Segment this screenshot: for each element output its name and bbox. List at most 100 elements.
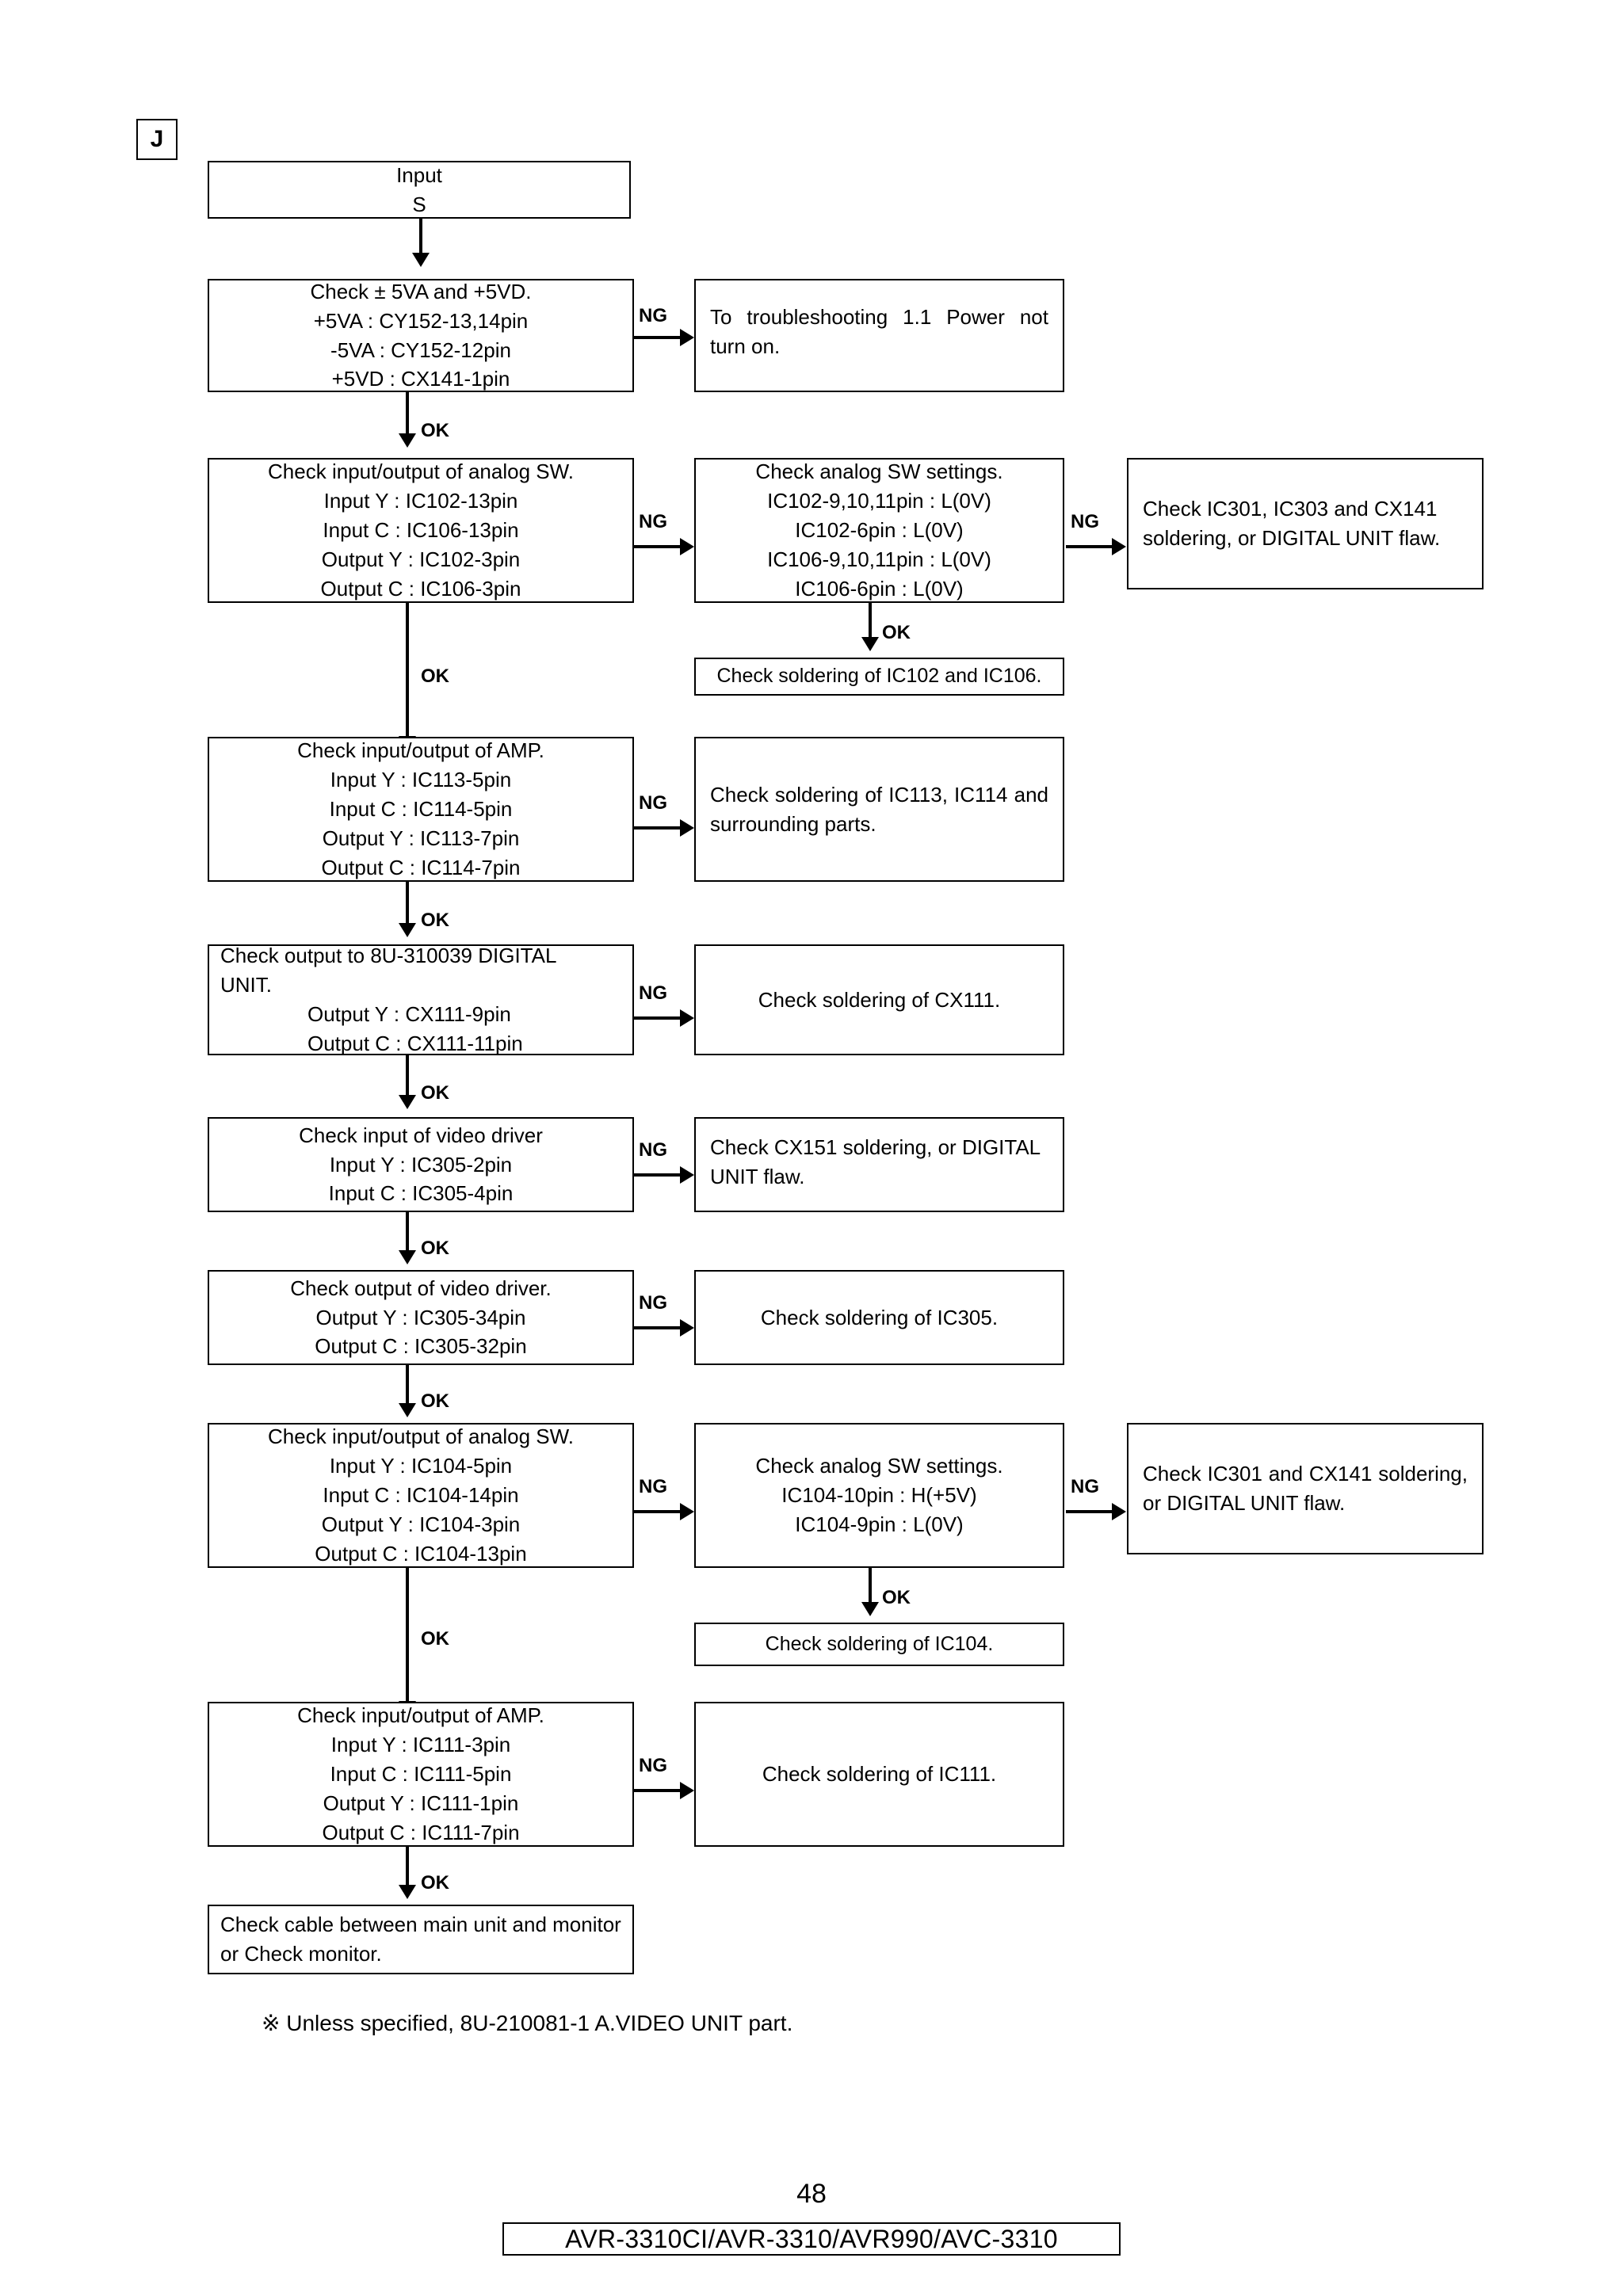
amp1-line-3: Input C : IC114-5pin [329,797,513,822]
edge-label-amp2-ng: NG [639,1755,667,1776]
analog-sw1-line-4: Output Y : IC102-3pin [321,547,521,571]
amp1-ng-text: Check soldering of IC113, IC114 and surr… [710,782,1048,836]
video-driver-in-ng-text: Check CX151 soldering, or DIGITAL UNIT f… [710,1135,1041,1188]
flow-node-video-driver-out: Check output of video driver. Output Y :… [208,1270,634,1365]
flow-node-power-ng: To troubleshooting 1.1 Power not turn on… [694,279,1064,392]
power-ng-text: To troubleshooting 1.1 Power not turn on… [710,305,1048,358]
edge-label-video-driver-in-ng: NG [639,1139,667,1161]
flow-node-digital-out: Check output to 8U-310039 DIGITAL UNIT. … [208,944,634,1055]
flow-node-analog-sw2-settings: Check analog SW settings. IC104-10pin : … [694,1423,1064,1568]
edge-label-analog-sw2-settings-ok: OK [882,1587,911,1608]
analog-sw2-ok-text: Check soldering of IC104. [765,1632,994,1655]
flow-node-analog-sw2: Check input/output of analog SW. Input Y… [208,1423,634,1568]
edge-label-amp2-ok: OK [421,1872,449,1894]
analog-sw2-ng-text: Check IC301 and CX141 soldering, or DIGI… [1143,1462,1468,1515]
final-text: Check cable between main unit and monito… [220,1913,621,1966]
flow-node-digital-out-ng: Check soldering of CX111. [694,944,1064,1055]
flow-node-start: Input S [208,161,631,219]
video-driver-out-line-2: Output Y : IC305-34pin [315,1305,526,1329]
edge-label-analog-sw2-ok: OK [421,1628,449,1650]
analog-sw2-line-4: Output Y : IC104-3pin [321,1512,521,1536]
power-check-line-3: -5VA : CY152-12pin [330,338,511,362]
edge-label-digital-out-ng: NG [639,982,667,1004]
amp2-ng-text: Check soldering of IC111. [762,1762,997,1787]
video-driver-in-line-3: Input C : IC305-4pin [328,1181,514,1206]
edge-label-digital-out-ok: OK [421,1082,449,1104]
digital-out-line-2: UNIT. [220,973,272,997]
digital-out-line-4: Output C : CX111-11pin [307,1031,523,1055]
analog-sw2-line-1: Check input/output of analog SW. [268,1425,574,1449]
power-check-line-4: +5VD : CX141-1pin [331,367,510,391]
analog-sw1-line-2: Input Y : IC102-13pin [323,489,518,513]
video-driver-out-line-3: Output C : IC305-32pin [315,1334,527,1359]
power-check-line-2: +5VA : CY152-13,14pin [313,308,529,333]
flow-node-analog-sw1-ng: Check IC301, IC303 and CX141 soldering, … [1127,458,1484,589]
video-driver-in-line-1: Check input of video driver [299,1123,543,1147]
analog-sw1-line-1: Check input/output of analog SW. [268,460,574,484]
start-line-2: S [412,192,426,216]
flow-node-analog-sw1: Check input/output of analog SW. Input Y… [208,458,634,603]
analog-sw1-settings-line-3: IC102-6pin : L(0V) [795,518,964,543]
flow-node-analog-sw2-ok: Check soldering of IC104. [694,1623,1064,1666]
flow-node-amp1: Check input/output of AMP. Input Y : IC1… [208,737,634,882]
edge-label-video-driver-out-ok: OK [421,1390,449,1412]
analog-sw2-settings-line-3: IC104-9pin : L(0V) [795,1512,964,1536]
flow-node-analog-sw2-ng: Check IC301 and CX141 soldering, or DIGI… [1127,1423,1484,1554]
analog-sw1-line-5: Output C : IC106-3pin [320,576,521,601]
analog-sw2-line-5: Output C : IC104-13pin [315,1541,527,1566]
page-number: 48 [796,2179,827,2209]
model-bar: AVR-3310CI/AVR-3310/AVR990/AVC-3310 [502,2222,1121,2256]
edge-label-analog-sw1-settings-ng: NG [1071,511,1099,532]
amp2-line-2: Input Y : IC111-3pin [330,1733,511,1757]
video-driver-out-ng-text: Check soldering of IC305. [760,1305,999,1329]
flow-node-power-check: Check ± 5VA and +5VD. +5VA : CY152-13,14… [208,279,634,392]
amp1-line-5: Output C : IC114-7pin [321,855,521,879]
analog-sw1-settings-line-2: IC102-9,10,11pin : L(0V) [767,489,991,513]
edge-label-analog-sw2-ng: NG [639,1476,667,1497]
flow-node-analog-sw1-ok: Check soldering of IC102 and IC106. [694,658,1064,696]
flow-node-amp2: Check input/output of AMP. Input Y : IC1… [208,1702,634,1847]
digital-out-ng-text: Check soldering of CX111. [758,987,1001,1012]
power-check-line-1: Check ± 5VA and +5VD. [310,279,532,303]
amp1-line-4: Output Y : IC113-7pin [322,826,520,850]
edge-label-power-ok: OK [421,420,449,441]
edge-label-amp1-ng: NG [639,792,667,814]
flow-node-amp1-ng: Check soldering of IC113, IC114 and surr… [694,737,1064,882]
analog-sw1-settings-line-1: Check analog SW settings. [755,460,1003,484]
amp2-line-3: Input C : IC111-5pin [330,1762,512,1787]
edge-label-analog-sw1-settings-ok: OK [882,622,911,643]
edge-label-power-ng: NG [639,305,667,326]
flow-node-analog-sw1-settings: Check analog SW settings. IC102-9,10,11p… [694,458,1064,603]
edge-label-analog-sw2-settings-ng: NG [1071,1476,1099,1497]
analog-sw2-line-3: Input C : IC104-14pin [323,1483,519,1508]
analog-sw1-line-3: Input C : IC106-13pin [323,518,519,543]
flow-node-video-driver-in-ng: Check CX151 soldering, or DIGITAL UNIT f… [694,1117,1064,1212]
model-bar-label: AVR-3310CI/AVR-3310/AVR990/AVC-3310 [565,2224,1058,2253]
section-tag-label: J [150,126,164,152]
analog-sw2-settings-line-1: Check analog SW settings. [755,1454,1003,1478]
analog-sw1-ng-text: Check IC301, IC303 and CX141 soldering, … [1143,497,1441,550]
amp2-line-4: Output Y : IC111-1pin [323,1791,519,1815]
amp2-line-1: Check input/output of AMP. [297,1703,544,1728]
amp1-line-2: Input Y : IC113-5pin [330,768,512,792]
edge-label-analog-sw1-ng: NG [639,511,667,532]
analog-sw1-settings-line-4: IC106-9,10,11pin : L(0V) [767,547,991,571]
digital-out-line-3: Output Y : CX111-9pin [307,1002,511,1026]
analog-sw1-ok-text: Check soldering of IC102 and IC106. [716,665,1042,688]
analog-sw2-settings-line-2: IC104-10pin : H(+5V) [781,1483,977,1508]
start-line-1: Input [396,162,442,187]
flow-node-final: Check cable between main unit and monito… [208,1905,634,1974]
flow-node-video-driver-out-ng: Check soldering of IC305. [694,1270,1064,1365]
video-driver-in-line-2: Input Y : IC305-2pin [329,1152,513,1177]
edge-label-video-driver-out-ng: NG [639,1292,667,1314]
edge-label-amp1-ok: OK [421,910,449,931]
digital-out-line-1: Check output to 8U-310039 DIGITAL [220,944,557,968]
section-tag-j: J [136,119,178,160]
amp1-line-1: Check input/output of AMP. [297,738,544,763]
amp2-line-5: Output C : IC111-7pin [322,1820,520,1844]
edge-label-video-driver-in-ok: OK [421,1238,449,1259]
flow-node-video-driver-in: Check input of video driver Input Y : IC… [208,1117,634,1212]
edge-label-analog-sw1-ok: OK [421,666,449,687]
analog-sw1-settings-line-5: IC106-6pin : L(0V) [795,576,964,601]
